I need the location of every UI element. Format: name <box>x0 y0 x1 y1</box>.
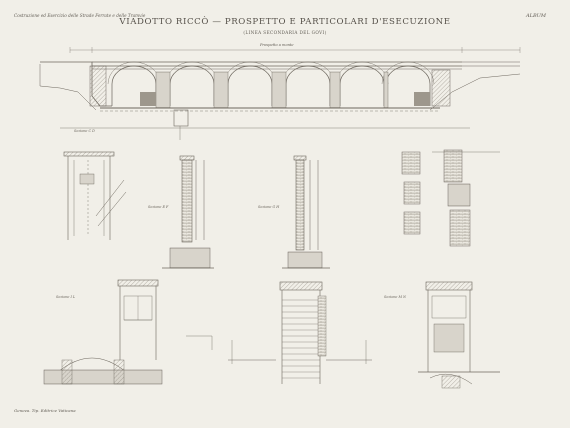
elevation-view-label: Prospetto a monte <box>260 43 294 47</box>
sheet-title: VIADOTTO RICCÒ — PROSPETTO E PARTICOLARI… <box>119 17 451 27</box>
header-right-text: ALBUM <box>526 13 546 19</box>
right-detail-blocks <box>401 149 500 247</box>
section-ef-detail <box>162 155 214 269</box>
section-label-mn: Sezione M N <box>384 295 407 299</box>
footer-text: Genova. Tip. Editrice Vaticana <box>14 408 76 413</box>
staircase-detail <box>228 281 372 384</box>
section-cd-detail <box>63 151 127 240</box>
section-label-cd: Sezione C D <box>74 129 95 133</box>
section-label-gh: Sezione G H <box>258 205 280 209</box>
section-gh-detail <box>282 155 330 269</box>
viaduct-elevation <box>39 47 521 140</box>
section-label-ef: Sezione E F <box>148 205 169 209</box>
header-left-text: Costruzione ed Esercizio delle Strade Fe… <box>14 13 146 18</box>
sheet-subtitle: (LINEA SECONDARIA DEL GOVI) <box>243 30 327 35</box>
section-label-il: Sezione I L <box>56 295 76 299</box>
section-il-detail <box>43 279 213 385</box>
section-mn-detail <box>418 281 500 389</box>
